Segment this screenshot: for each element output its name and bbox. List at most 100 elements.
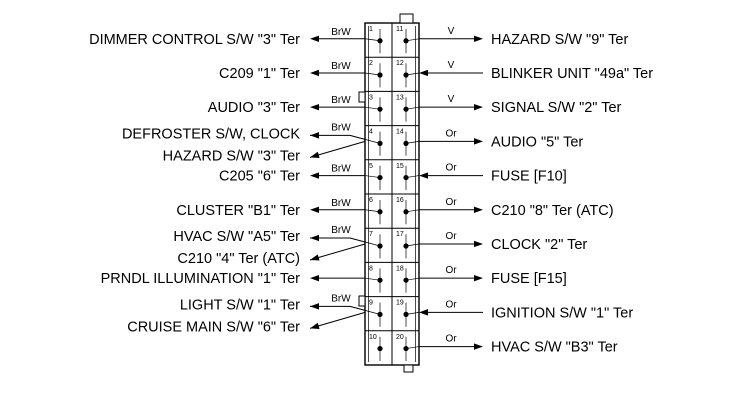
- wire-stub: [405, 175, 420, 178]
- wire-stub: [405, 106, 420, 110]
- pin-number: 20: [396, 334, 404, 341]
- wire-arrow: [474, 206, 483, 213]
- pin-number: 1: [369, 26, 373, 33]
- wire-arrow: [419, 309, 428, 316]
- wire-arrow: [310, 103, 319, 111]
- wire-branch-lower: [309, 140, 366, 158]
- destination-label: C209 "1" Ter: [219, 66, 300, 82]
- wire-stub: [405, 312, 420, 315]
- wire-arrow: [310, 274, 319, 282]
- connector-body: [358, 13, 420, 373]
- wire-stub: [405, 141, 420, 144]
- destination-label: HVAC S/W "A5" Ter: [173, 229, 300, 245]
- wire-color-label: BrW: [331, 293, 351, 304]
- wire-color-label: Or: [445, 334, 457, 345]
- wire-color-label: BrW: [331, 27, 351, 38]
- wire-arrow: [310, 172, 319, 179]
- wire-stub: [405, 72, 420, 76]
- pin-number: 9: [369, 300, 373, 307]
- wire-color-label: BrW: [331, 95, 351, 106]
- pin-number: 15: [396, 163, 404, 170]
- destination-label: PRNDL ILLUMINATION "1" Ter: [101, 271, 301, 287]
- destination-label: IGNITION S/W "1" Ter: [491, 305, 633, 321]
- wire-stub: [405, 243, 420, 247]
- wire-arrow: [310, 206, 319, 213]
- wire-color-label: Or: [445, 197, 457, 208]
- wire-color-label: Or: [445, 163, 457, 174]
- destination-label: C205 "6" Ter: [219, 169, 300, 185]
- destination-label: HAZARD S/W "3" Ter: [163, 148, 300, 164]
- connector-bottom-key: [403, 364, 414, 373]
- destination-label: HAZARD S/W "9" Ter: [491, 32, 628, 48]
- pin-number: 5: [369, 163, 373, 170]
- pin-number: 12: [396, 60, 404, 67]
- wire-arrow: [419, 69, 428, 77]
- destination-label: LIGHT S/W "1" Ter: [180, 297, 300, 313]
- wire-arrow: [310, 35, 319, 42]
- wire-branch-lower: [309, 311, 366, 329]
- wire-color-label: Or: [445, 265, 457, 276]
- wire-line: [349, 305, 366, 311]
- pin-number: 2: [369, 60, 373, 67]
- pin-terminal-dot: [377, 345, 383, 352]
- destination-label: DEFROSTER S/W, CLOCK: [122, 126, 300, 142]
- connector-side-latch-lower: [358, 295, 366, 307]
- wire-branch-lower: [309, 243, 366, 261]
- wire-stub: [364, 310, 381, 315]
- wire-stub: [364, 277, 381, 281]
- wire-color-label: Or: [445, 299, 457, 310]
- wire-stub: [405, 277, 420, 281]
- wire-stub: [364, 241, 381, 247]
- wire-branch-lower-head: [310, 322, 320, 329]
- destination-label: DIMMER CONTROL S/W "3" Ter: [89, 32, 300, 48]
- wire-arrow: [474, 35, 483, 42]
- wire-arrow: [310, 69, 319, 77]
- destination-label: CLUSTER "B1" Ter: [176, 203, 300, 219]
- pin-number: 17: [396, 231, 404, 238]
- destination-label: FUSE [F15]: [491, 271, 567, 287]
- destination-label: FUSE [F10]: [491, 169, 567, 185]
- connector-top-key: [399, 13, 414, 24]
- wire-arrow: [474, 274, 483, 282]
- wire-color-label: Or: [445, 128, 457, 139]
- wire-color-label: V: [448, 26, 455, 37]
- pin-number: 6: [369, 197, 373, 204]
- wire-stub: [364, 38, 381, 42]
- pin-terminal-dot: [377, 38, 383, 44]
- wire-stub: [405, 209, 420, 213]
- destination-label: HVAC S/W "B3" Ter: [491, 340, 618, 356]
- destination-label: SIGNAL S/W "2" Ter: [491, 100, 622, 116]
- destination-label: AUDIO "5" Ter: [491, 134, 583, 150]
- pin-number: 8: [369, 265, 373, 272]
- wire-stub: [364, 106, 381, 110]
- wire-arrow: [474, 138, 483, 145]
- pin-number: 4: [369, 129, 373, 136]
- pin-number: 13: [396, 94, 404, 101]
- wire-line: [349, 134, 366, 140]
- wire-stub: [405, 38, 420, 42]
- wire-arrow: [474, 343, 483, 350]
- wire-branch-upper-head: [310, 234, 319, 242]
- wire-stub: [364, 72, 381, 76]
- wire-color-label: BrW: [331, 61, 351, 72]
- wire-color-label: BrW: [331, 122, 351, 133]
- wire-color-label: Or: [445, 231, 457, 242]
- destination-label: CRUISE MAIN S/W "6" Ter: [127, 319, 300, 335]
- wire-arrow: [474, 240, 483, 248]
- wire-line: [349, 237, 366, 243]
- wire-arrow: [474, 103, 483, 111]
- wire-color-label: BrW: [331, 164, 351, 175]
- pin-number: 11: [396, 26, 403, 33]
- wire-branch-lower-head: [310, 151, 320, 158]
- destination-label: AUDIO "3" Ter: [208, 100, 300, 116]
- pin-number: 16: [396, 197, 404, 204]
- destination-label: C210 "8" Ter (ATC): [491, 203, 614, 219]
- wire-color-label: BrW: [331, 225, 351, 236]
- pin-number: 10: [369, 334, 377, 341]
- destination-label: C210 "4" Ter (ATC): [177, 251, 300, 267]
- wire-branch-lower-head: [310, 254, 320, 261]
- wire-branch-upper-head: [310, 132, 319, 139]
- destination-label: CLOCK "2" Ter: [491, 237, 587, 253]
- pin-number: 19: [396, 300, 404, 307]
- wire-color-label: BrW: [331, 198, 351, 209]
